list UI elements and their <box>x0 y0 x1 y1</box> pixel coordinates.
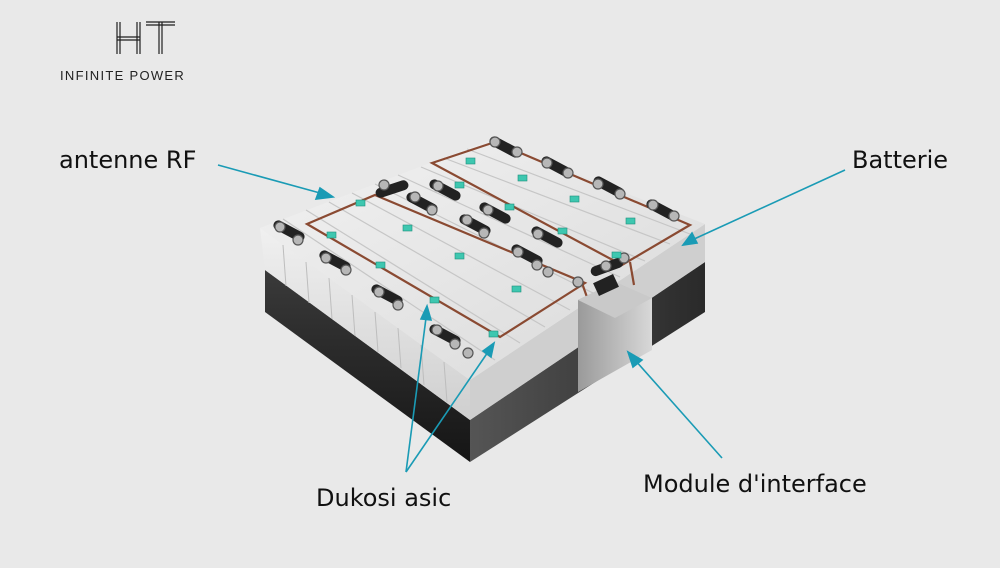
cell-top-surface <box>260 140 705 380</box>
callout-lines <box>217 164 846 473</box>
ht-logo-icon <box>116 21 175 54</box>
callout-interface-arrow <box>626 350 644 369</box>
label-battery: Batterie <box>852 146 949 174</box>
callout-asic-arrow-a <box>419 303 433 321</box>
cell-terminals <box>273 136 680 359</box>
callout-rf-antenna-line <box>217 164 321 194</box>
brand-tagline: INFINITE POWER <box>60 68 186 83</box>
callout-battery-line <box>691 169 846 241</box>
callout-asic-line-a <box>405 317 427 473</box>
asic-chips <box>326 157 636 338</box>
label-rf-antenna: antenne RF <box>59 146 197 174</box>
interface-module-block <box>578 274 652 392</box>
callout-battery-arrow <box>681 231 699 247</box>
callout-asic-arrow-b <box>481 341 496 359</box>
label-interface-module: Module d'interface <box>643 470 867 498</box>
callout-asic-line-b <box>405 351 489 473</box>
brand-logo: INFINITE POWER <box>60 18 235 83</box>
callout-rf-antenna-arrow <box>314 186 336 200</box>
callout-interface-line <box>634 359 723 459</box>
label-asic: Dukosi asic <box>316 484 452 512</box>
